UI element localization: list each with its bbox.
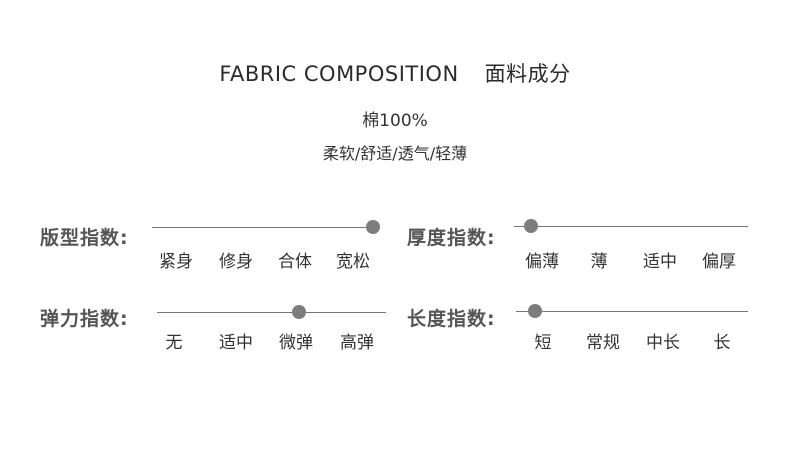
- thickness-option: 薄: [590, 252, 608, 272]
- fabric-features: 柔软/舒适/透气/轻薄: [322, 144, 468, 163]
- elasticity-option: 高弹: [340, 333, 374, 353]
- elasticity-option: 无: [165, 333, 183, 353]
- elasticity-index-label: 弹力指数:: [40, 308, 129, 330]
- thickness-index-knob: [524, 219, 538, 233]
- length-index-track: [516, 311, 748, 312]
- elasticity-option: 微弹: [279, 333, 313, 353]
- length-index-label: 长度指数:: [407, 308, 496, 330]
- material-composition: 棉100%: [362, 111, 428, 131]
- fit-index-track: [152, 227, 378, 228]
- fit-option: 宽松: [336, 252, 370, 272]
- thickness-index-label: 厚度指数:: [407, 227, 496, 249]
- thickness-option: 偏厚: [702, 252, 736, 272]
- title-english: FABRIC COMPOSITION: [219, 62, 459, 86]
- fit-option: 紧身: [159, 252, 193, 272]
- length-option: 常规: [586, 333, 620, 353]
- fit-index-knob: [366, 220, 381, 234]
- page-title: FABRIC COMPOSITION 面料成分: [0, 58, 790, 88]
- elasticity-option: 适中: [219, 333, 253, 353]
- fit-option: 合体: [278, 252, 312, 272]
- length-option: 中长: [646, 333, 680, 353]
- thickness-option: 适中: [643, 252, 677, 272]
- length-option: 短: [534, 333, 552, 353]
- length-index-knob: [528, 304, 542, 318]
- elasticity-index-knob: [291, 305, 306, 319]
- thickness-index-track: [514, 226, 748, 227]
- fit-option: 修身: [219, 252, 253, 272]
- elasticity-index-track: [157, 312, 386, 313]
- title-chinese: 面料成分: [484, 62, 571, 86]
- fit-index-label: 版型指数:: [40, 227, 129, 249]
- length-option: 长: [713, 333, 731, 353]
- thickness-option: 偏薄: [525, 252, 559, 272]
